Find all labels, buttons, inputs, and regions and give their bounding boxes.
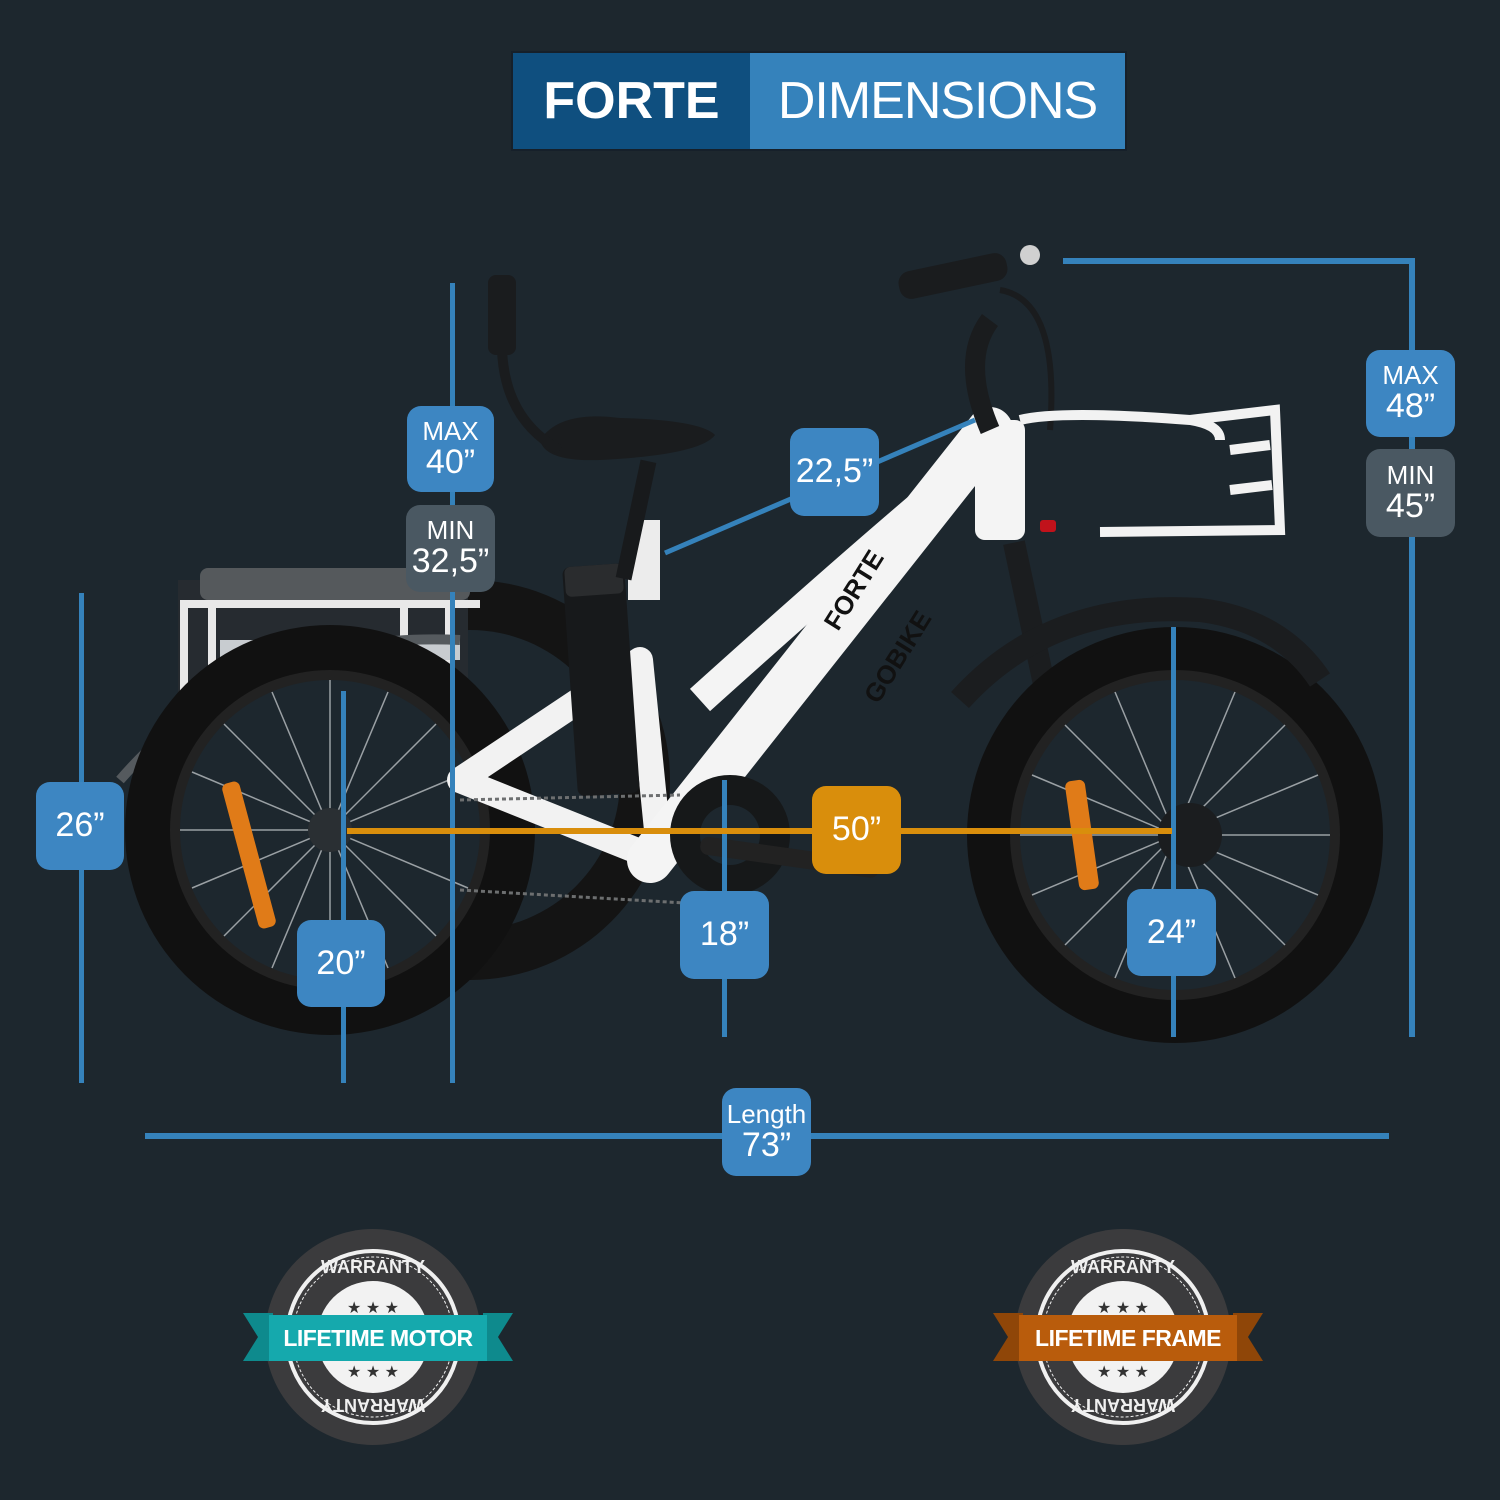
seat-max-badge: MAX 40”: [407, 406, 494, 492]
seat-height-line: [450, 283, 455, 1083]
seat-min-badge: MIN 32,5”: [406, 505, 495, 592]
wheelbase-badge: 50”: [812, 786, 901, 874]
handlebar-min-badge: MIN 45”: [1366, 449, 1455, 537]
svg-text:★ ★ ★: ★ ★ ★: [1097, 1300, 1149, 1317]
pedal-height-badge: 18”: [680, 891, 769, 979]
front-wheel-line: [1171, 627, 1176, 1037]
handlebar-max-badge: MAX 48”: [1366, 350, 1455, 437]
length-badge: Length 73”: [722, 1088, 811, 1176]
front-basket: [1018, 404, 1286, 537]
svg-text:★ ★ ★: ★ ★ ★: [1097, 1364, 1149, 1381]
top-tube-badge: 22,5”: [790, 428, 879, 516]
rear-height-badge: 26”: [36, 782, 124, 870]
rear-wheel-line: [341, 691, 346, 1083]
svg-text:★ ★ ★: ★ ★ ★: [347, 1300, 399, 1317]
svg-text:WARRANTY: WARRANTY: [321, 1257, 425, 1277]
wheelbase-line: [347, 828, 1172, 834]
svg-text:WARRANTY: WARRANTY: [321, 1395, 425, 1415]
warranty-motor-label: LIFETIME MOTOR: [283, 1324, 473, 1351]
title-model: FORTE: [513, 53, 750, 149]
svg-text:WARRANTY: WARRANTY: [1071, 1257, 1175, 1277]
handlebar-height-line-top: [1063, 258, 1415, 264]
rear-wheel-badge: 20”: [297, 920, 385, 1007]
warranty-frame-label: LIFETIME FRAME: [1035, 1324, 1221, 1351]
svg-text:GOBIKE: GOBIKE: [858, 605, 938, 708]
front-wheel-badge: 24”: [1127, 889, 1216, 976]
svg-text:WARRANTY: WARRANTY: [1071, 1395, 1175, 1415]
warranty-seal-icon: WARRANTY ★ ★ ★ ★ ★ ★ WARRANTY: [243, 1229, 513, 1445]
handlebar-height-line: [1409, 258, 1415, 1037]
svg-text:★ ★ ★: ★ ★ ★: [347, 1364, 399, 1381]
title-banner: FORTE DIMENSIONS: [513, 53, 1125, 149]
warranty-seal-motor: WARRANTY ★ ★ ★ ★ ★ ★ WARRANTY LIFETIME M…: [243, 1225, 518, 1455]
warranty-seal-icon: WARRANTY ★ ★ ★ ★ ★ ★ WARRANTY: [993, 1229, 1263, 1445]
title-section: DIMENSIONS: [750, 53, 1125, 149]
warranty-seal-frame: WARRANTY ★ ★ ★ ★ ★ ★ WARRANTY LIFETIME F…: [993, 1225, 1268, 1455]
